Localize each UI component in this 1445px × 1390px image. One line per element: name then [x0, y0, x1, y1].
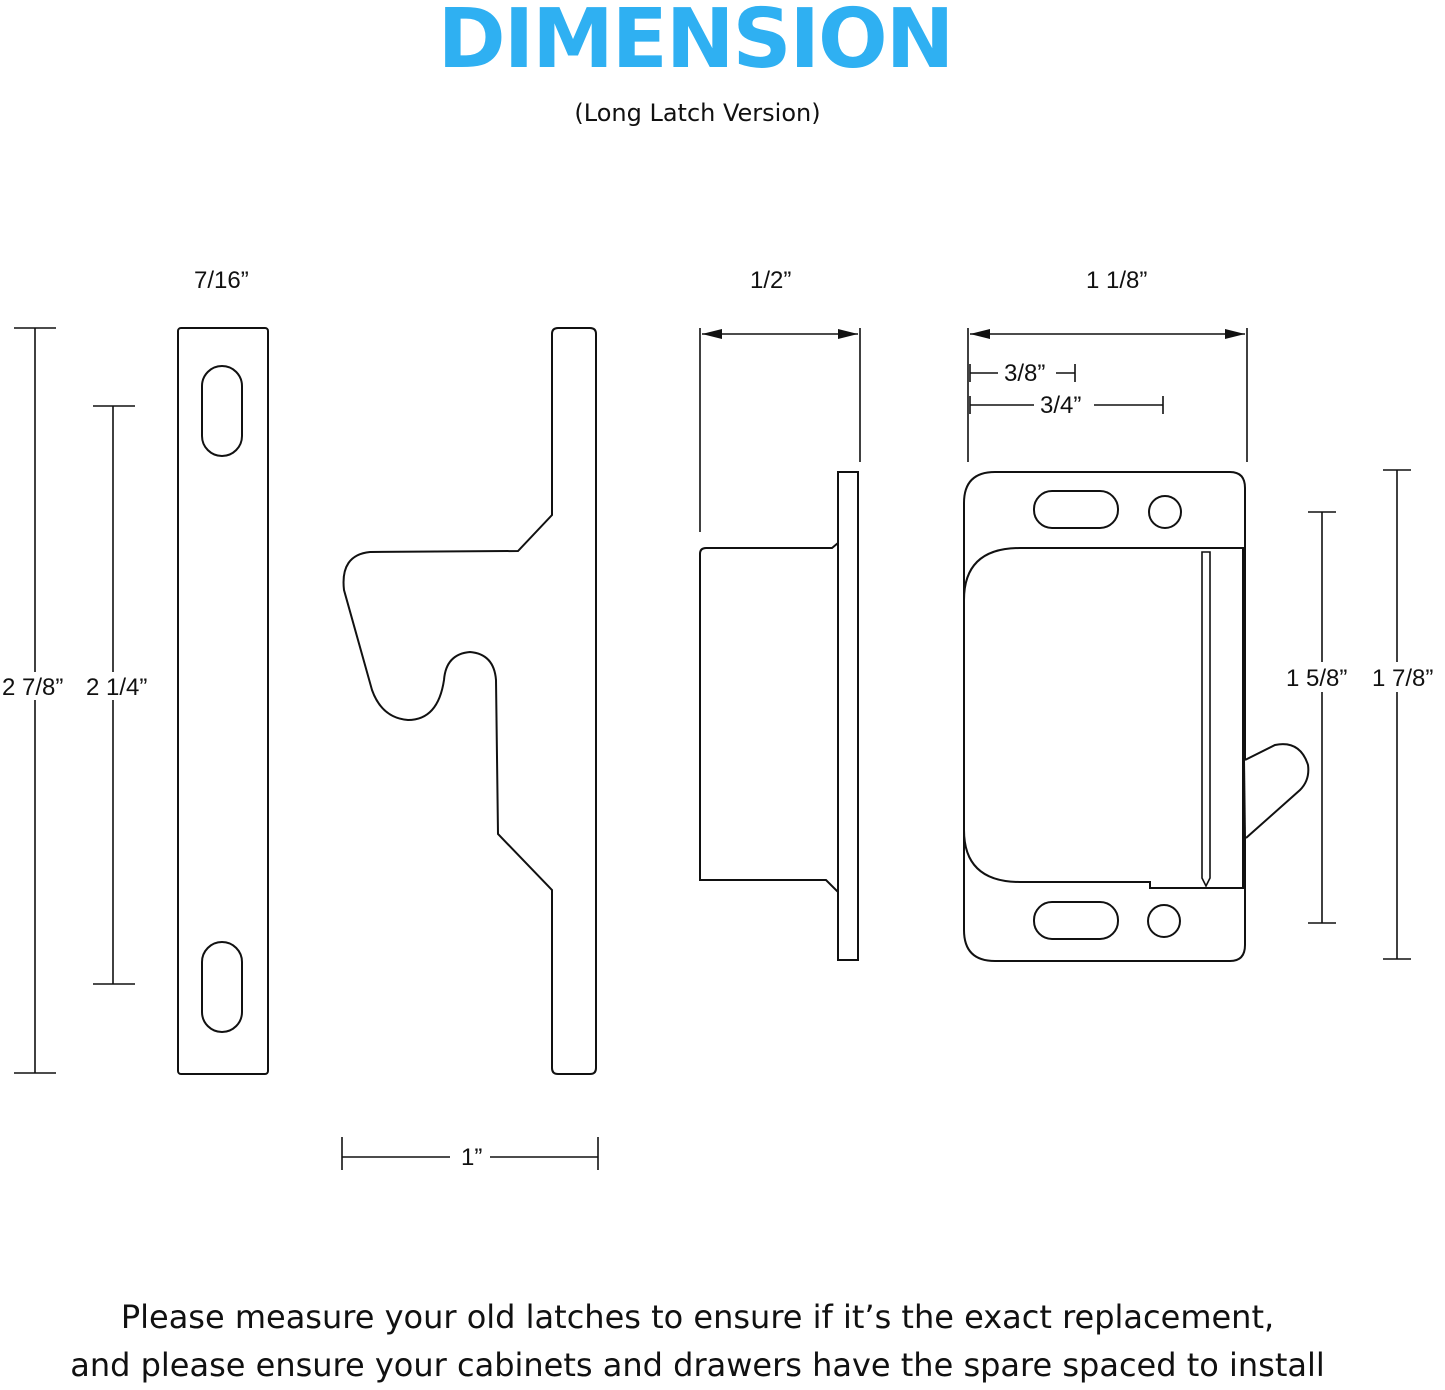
first-hole-offset-dimension — [969, 364, 1076, 382]
strike-width-label: 7/16” — [194, 267, 249, 294]
overall-height-dimension — [14, 327, 56, 1074]
body-inner-height-label: 1 5/8” — [1286, 665, 1347, 692]
top-round-hole — [1148, 495, 1182, 529]
body-inner-height-dimension — [1308, 511, 1336, 924]
body-height-dimension — [1383, 469, 1411, 960]
page-subtitle: (Long Latch Version) — [574, 99, 821, 127]
footer-note-line-1: Please measure your old latches to ensur… — [120, 1298, 1275, 1336]
body-width-label: 1 1/8” — [1086, 267, 1147, 294]
second-hole-offset-label: 3/4” — [1040, 392, 1081, 419]
top-slot-hole — [201, 365, 243, 457]
top-slot-hole — [1033, 490, 1119, 529]
footer-note-line-2: and please ensure your cabinets and draw… — [70, 1346, 1325, 1384]
latch-side-view — [699, 471, 859, 961]
first-hole-offset-label: 3/8” — [1004, 360, 1045, 387]
hole-spacing-label: 2 1/4” — [86, 674, 147, 701]
bottom-round-hole — [1147, 904, 1181, 938]
hole-spacing-dimension — [93, 405, 135, 985]
side-depth-dimension — [699, 328, 861, 532]
page-title: DIMENSION — [437, 0, 955, 87]
hook-depth-dimension — [341, 1137, 599, 1170]
latch-front-view — [963, 471, 1310, 962]
body-height-label: 1 7/8” — [1372, 665, 1433, 692]
strike-plate — [177, 327, 269, 1075]
second-hole-offset-dimension — [969, 396, 1164, 414]
bottom-slot-hole — [201, 941, 243, 1033]
latch-tab — [1244, 743, 1310, 839]
hook-depth-label: 1” — [461, 1144, 482, 1171]
strike-hook-profile — [342, 327, 597, 1075]
overall-height-label: 2 7/8” — [2, 674, 63, 701]
side-depth-label: 1/2” — [750, 267, 791, 294]
body-width-dimension — [967, 328, 1248, 462]
bottom-slot-hole — [1033, 901, 1119, 940]
